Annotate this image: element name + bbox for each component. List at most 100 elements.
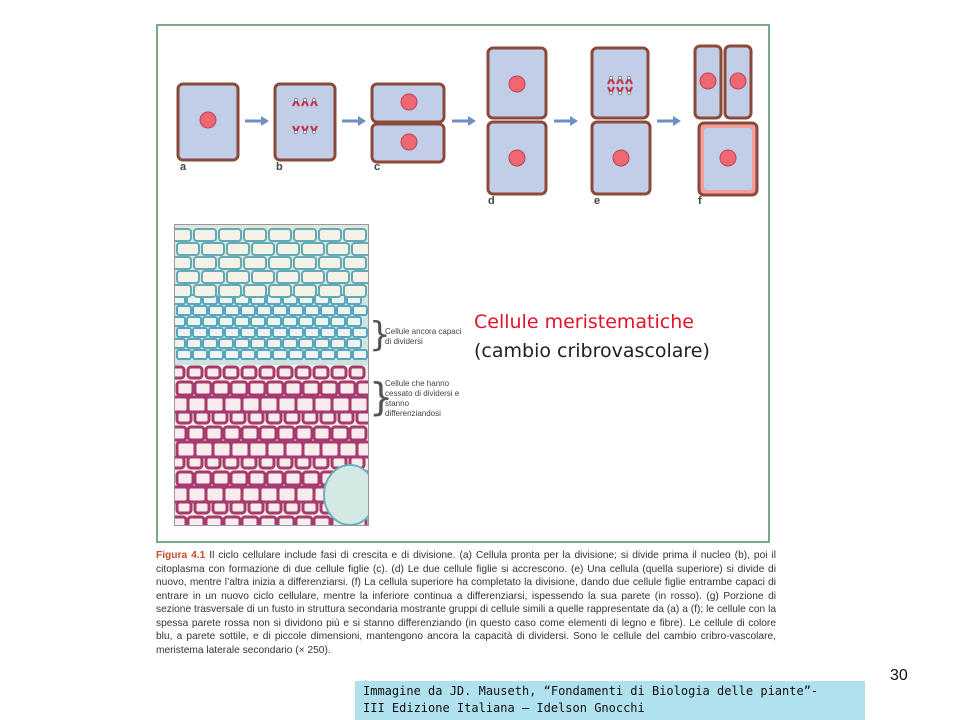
cambium-cell [336, 349, 352, 360]
xylem-cell [204, 365, 222, 380]
xylem-cell [193, 500, 211, 515]
xylem-cell [301, 440, 323, 459]
parenchyma-cell [193, 256, 217, 270]
cambium-cell [218, 338, 234, 349]
cambium-cell [266, 316, 282, 327]
cambium-cell [320, 305, 336, 316]
parenchyma-cell [293, 284, 317, 298]
dividing-cells-brace: } [369, 315, 391, 355]
xylem-cell [355, 410, 368, 425]
parenchyma-cell [218, 228, 242, 242]
cambium-cell [192, 349, 208, 360]
parenchyma-cell [251, 270, 275, 284]
parenchyma-cell [318, 228, 342, 242]
cambium-cell [346, 316, 362, 327]
xylem-cell [312, 515, 332, 525]
xylem-cell [301, 500, 319, 515]
differentiating-cells-label: Cellule che hanno cessato di dividersi e… [385, 379, 460, 418]
differentiating-cells-brace: } [369, 375, 394, 419]
xylem-cell [229, 440, 251, 459]
cambium-cell [224, 349, 240, 360]
parenchyma-cell [268, 228, 292, 242]
xylem-cell [175, 380, 195, 397]
xylem-cell [348, 425, 368, 442]
chromosome-e-lower-centromere-0 [609, 91, 613, 95]
parenchyma-cell [326, 270, 350, 284]
xylem-cell [222, 485, 244, 504]
xylem-cell [312, 395, 334, 414]
chromosome-lower-centromere-0 [294, 130, 298, 134]
xylem-cell [175, 395, 190, 414]
cambium-cell [272, 327, 288, 338]
chromosome-upper-centromere-2 [312, 98, 316, 102]
xylem-cell [258, 455, 276, 470]
cambium-cell [234, 338, 250, 349]
xylem-cell [265, 440, 287, 459]
arrow-a-b-head [261, 116, 269, 126]
xylem-cell [240, 485, 262, 504]
xylem-cell [258, 365, 276, 380]
cambium-cell [234, 316, 250, 327]
cambium-cell [298, 316, 314, 327]
cambium-cell [202, 316, 218, 327]
xylem-cell [204, 395, 226, 414]
xylem-cell [186, 425, 206, 442]
xylem-cell [276, 395, 298, 414]
cambium-cell [192, 305, 208, 316]
caption-text: Il ciclo cellulare include fasi di cresc… [156, 550, 776, 656]
cambium-cell [288, 305, 304, 316]
parenchyma-cell [226, 242, 250, 256]
xylem-cell [240, 365, 258, 380]
nucleus-f-upper-left [699, 72, 717, 90]
cambium-cell [224, 305, 240, 316]
credit-line-2: III Edizione Italiana – Idelson Gnocchi [363, 701, 645, 715]
nucleus-f-upper-right [729, 72, 747, 90]
xylem-cell [276, 515, 296, 525]
cambium-cell [320, 327, 336, 338]
xylem-cell [175, 485, 190, 504]
xylem-cell [222, 425, 242, 442]
caption-label: Figura 4.1 [156, 550, 206, 561]
xylem-cell [294, 515, 314, 525]
xylem-cell [258, 395, 280, 414]
cambium-cell [192, 327, 208, 338]
panel-letter-f: f [698, 195, 702, 207]
xylem-cell [276, 365, 294, 380]
cambium-cell [272, 305, 288, 316]
figure-caption: Figura 4.1 Il ciclo cellulare include fa… [156, 549, 776, 671]
overlay-title-line: Cellule meristematiche [474, 311, 694, 333]
cambium-cell [240, 305, 256, 316]
parenchyma-cell [268, 284, 292, 298]
parenchyma-cell [343, 228, 367, 242]
xylem-cell [211, 380, 231, 397]
cambium-cell [266, 338, 282, 349]
xylem-cell [294, 455, 312, 470]
cell-b [273, 82, 337, 162]
chromosome-e-upper-centromere-2 [627, 76, 631, 80]
parenchyma-cell [276, 242, 300, 256]
xylem-cell [229, 410, 247, 425]
xylem-cell [211, 470, 231, 487]
xylem-cell [265, 410, 283, 425]
parenchyma-cell [218, 256, 242, 270]
parenchyma-cell [243, 284, 267, 298]
xylem-cell [211, 440, 233, 459]
page-number: 30 [890, 667, 908, 684]
xylem-cell [276, 485, 298, 504]
image-credit-box: Immagine da JD. Mauseth, “Fondamenti di … [355, 681, 865, 720]
cambium-cell [314, 338, 330, 349]
xylem-cell [229, 380, 249, 397]
xylem-cell [337, 440, 359, 459]
xylem-cell [348, 395, 368, 414]
parenchyma-cell [201, 270, 225, 284]
arrow-c-d-head [468, 116, 476, 126]
xylem-cell [222, 455, 240, 470]
xylem-cell [193, 380, 213, 397]
parenchyma-cell [351, 270, 368, 284]
nucleus-c-lower [400, 133, 418, 151]
cambium-cell [175, 316, 186, 327]
panel-letter-b: b [276, 161, 283, 173]
xylem-cell [175, 425, 188, 442]
ray-patch [323, 464, 368, 525]
xylem-cell [283, 470, 303, 487]
